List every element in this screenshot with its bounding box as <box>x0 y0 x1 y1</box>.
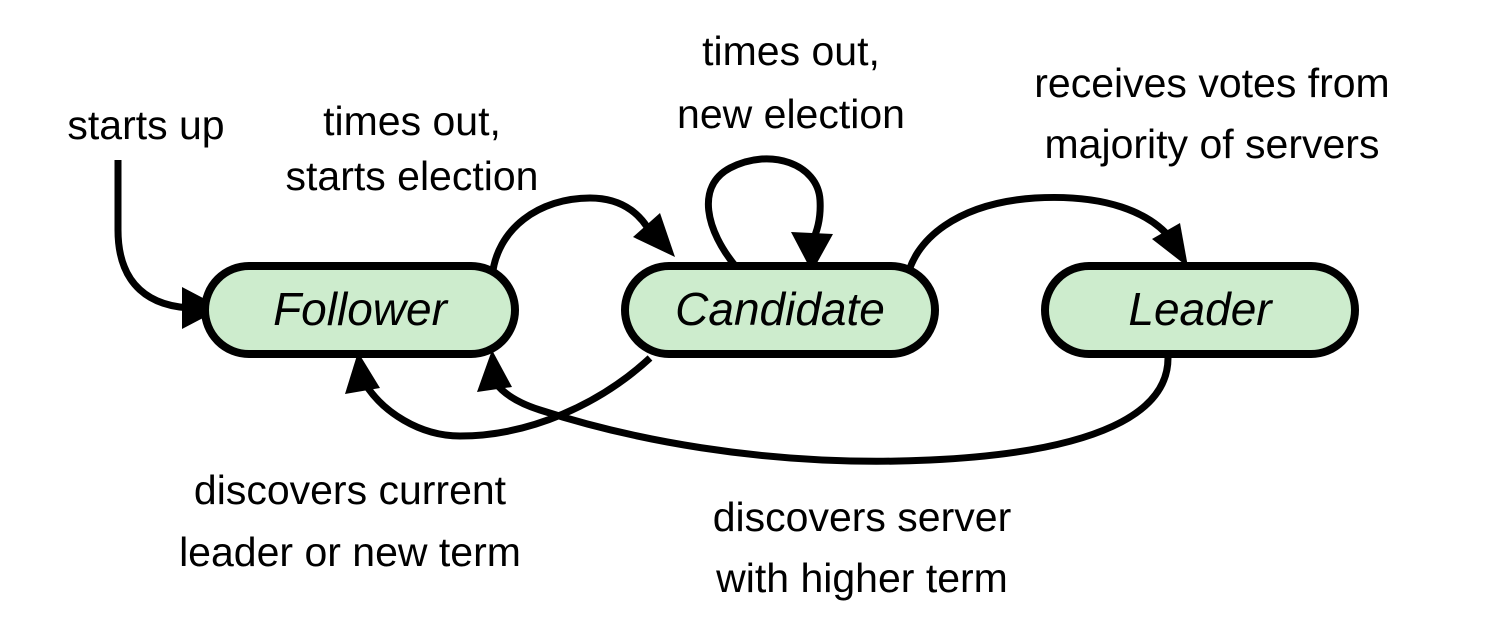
edge-label-candidate-self-loop: times out, new election <box>677 28 905 137</box>
edge-candidate-to-follower-arrowhead <box>345 352 380 394</box>
edge-label-follower-to-candidate-line-2: starts election <box>286 153 539 199</box>
state-node-leader-shape[interactable] <box>1041 262 1359 358</box>
edge-label-candidate-to-follower: discovers current leader or new term <box>179 467 521 575</box>
edge-candidate-self-loop-path <box>704 155 824 271</box>
edge-label-startup-line-1: starts up <box>67 102 224 148</box>
edge-label-leader-to-follower-line-1: discovers server <box>713 494 1011 540</box>
state-node-candidate-label: Candidate <box>675 283 885 335</box>
edge-follower-to-candidate-path <box>488 194 658 279</box>
state-node-leader[interactable]: Leader <box>1041 262 1359 358</box>
edge-label-leader-to-follower: discovers server with higher term <box>713 494 1011 601</box>
state-node-candidate-shape[interactable] <box>621 262 939 358</box>
edge-candidate-self-loop-arrowhead <box>791 232 833 272</box>
state-node-candidate[interactable]: Candidate <box>621 262 939 358</box>
state-node-follower-label: Follower <box>273 283 449 335</box>
edge-candidate-to-follower <box>345 352 653 440</box>
edge-label-candidate-to-leader-line-2: majority of servers <box>1045 121 1380 167</box>
edge-leader-to-follower-arrowhead <box>477 350 512 392</box>
edge-candidate-to-follower-path <box>360 355 653 440</box>
edge-label-candidate-to-leader: receives votes from majority of servers <box>1034 60 1389 167</box>
edge-candidate-to-leader-path <box>902 193 1175 285</box>
edge-startup-path <box>114 160 197 312</box>
state-node-follower[interactable]: Follower <box>201 262 519 358</box>
edge-label-candidate-to-follower-line-1: discovers current <box>194 467 507 513</box>
state-node-follower-shape[interactable] <box>201 262 519 358</box>
edge-label-candidate-self-loop-line-2: new election <box>677 91 905 137</box>
edge-label-startup: starts up <box>67 102 224 148</box>
edge-label-leader-to-follower-line-2: with higher term <box>715 555 1008 601</box>
edge-follower-to-candidate <box>488 194 675 279</box>
edge-label-follower-to-candidate-line-1: times out, <box>323 98 501 144</box>
edge-label-candidate-self-loop-line-1: times out, <box>702 28 880 74</box>
edge-candidate-to-leader <box>902 193 1188 285</box>
edge-candidate-self-loop <box>704 155 833 272</box>
edge-label-candidate-to-leader-line-1: receives votes from <box>1034 60 1389 106</box>
state-node-leader-label: Leader <box>1128 283 1273 335</box>
edge-candidate-to-leader-arrowhead <box>1152 223 1188 267</box>
edge-follower-to-candidate-arrowhead <box>633 213 675 257</box>
edge-leader-to-follower <box>477 350 1172 465</box>
edge-label-follower-to-candidate: times out, starts election <box>286 98 539 199</box>
edge-label-candidate-to-follower-line-2: leader or new term <box>179 529 521 575</box>
edge-leader-to-follower-path <box>492 357 1172 465</box>
